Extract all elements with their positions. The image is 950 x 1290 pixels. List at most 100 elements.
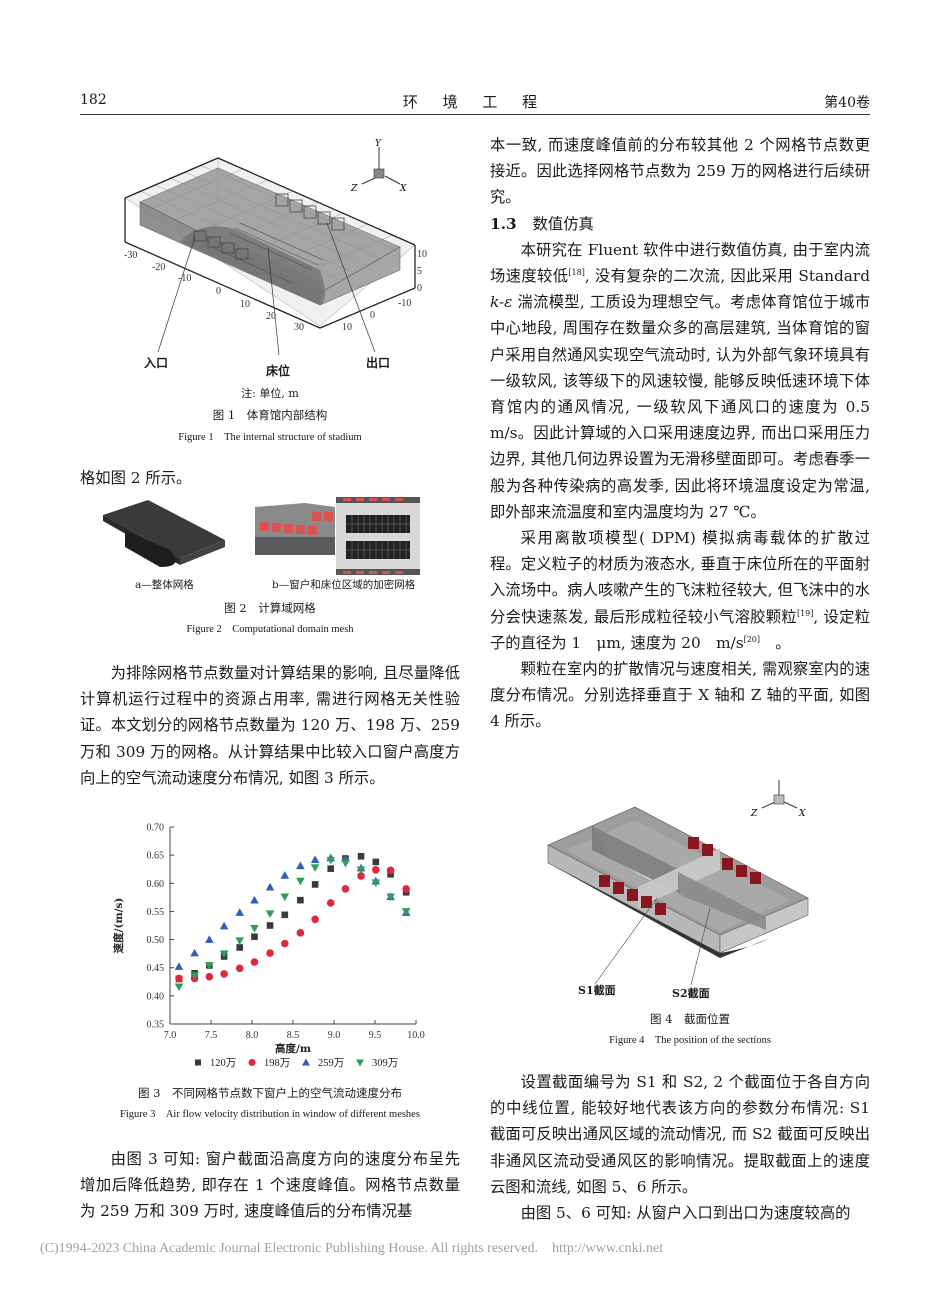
y-tick-label: 0.55 (147, 907, 165, 918)
x-tick-label: 9.5 (369, 1030, 382, 1041)
figure-1-caption-cn: 图 1 体育馆内部结构 (212, 408, 328, 422)
copyright-text: (C)1994-2023 China Academic Journal Elec… (40, 1241, 539, 1256)
paragraph-particle: 颗粒在室内的扩散情况与速度相关, 需观察室内的速度分布情况。分别选择垂直于 X … (490, 660, 870, 731)
data-point (281, 939, 289, 948)
text-run: 采用离散项模型( DPM) 模拟病毒载体的扩散过程。定义粒子的材质为液态水, 垂… (490, 529, 870, 626)
left-paragraph-fig3-analysis: 由图 3 可知: 窗户截面沿高度方向的速度分布呈先增加后降低趋势, 即存在 1 … (80, 1146, 460, 1225)
svg-text:-10: -10 (178, 273, 191, 284)
figure-4-sections-3d: Z X (547, 780, 809, 986)
data-point (251, 933, 258, 941)
inlet-label: 入口 (144, 356, 169, 370)
journal-title: 环 境 工 程 (402, 93, 548, 111)
paragraph: 由图 3 可知: 窗户截面沿高度方向的速度分布呈先增加后降低趋势, 即存在 1 … (80, 1150, 460, 1221)
svg-text:-10: -10 (398, 298, 411, 309)
data-point (205, 962, 214, 970)
data-point (386, 893, 395, 902)
figure-2-caption-en: Figure 2 Computational domain mesh (186, 624, 354, 635)
svg-text:5: 5 (417, 266, 422, 277)
data-point (190, 972, 199, 980)
figure-2b-label: b—窗户和床位区域的加密网格 (272, 579, 416, 591)
figure-1-caption-en: Figure 1 The internal structure of stadi… (178, 432, 362, 443)
citation-20[interactable]: [20] (743, 634, 760, 644)
legend-marker-icon (302, 1058, 310, 1066)
text-run: , 设定粒子的直径为 1 μm, 速度为 20 m/s (490, 607, 870, 652)
x-tick-label: 7.0 (164, 1030, 177, 1041)
s2-section-label: S2截面 (672, 987, 710, 1000)
x-tick-label: 7.5 (205, 1030, 218, 1041)
triad-y-label: Y (375, 139, 382, 149)
svg-text:-30: -30 (124, 250, 137, 261)
triad-x-label: X (399, 184, 407, 194)
paragraph: 本一致, 而速度峰值前的分布较其他 2 个网格节点数更接近。因此选择网格节点数为… (490, 136, 870, 207)
data-point (311, 881, 319, 888)
y-tick-label: 0.60 (147, 879, 165, 890)
copyright-footer: (C)1994-2023 China Academic Journal Elec… (40, 1241, 663, 1257)
data-point (280, 893, 290, 902)
paragraph: 格如图 2 所示。 (80, 469, 192, 487)
svg-text:10: 10 (240, 299, 250, 310)
citation-18[interactable]: [18] (568, 267, 585, 277)
legend-label: 120万 (210, 1058, 236, 1069)
data-point (190, 948, 199, 957)
figure-3-caption-en: Figure 3 Air flow velocity distribution … (120, 1109, 420, 1120)
paragraph-sections: 设置截面编号为 S1 和 S2, 2 个截面位于各自方向的中线位置, 能较好地代… (490, 1073, 870, 1196)
svg-text:30: 30 (294, 322, 304, 333)
data-point (220, 970, 228, 978)
axis-triad-icon: Y Z X (350, 139, 407, 194)
data-point (326, 899, 335, 907)
section-number: 1.3 (490, 214, 517, 233)
legend-label: 309万 (372, 1058, 398, 1069)
paragraph-fig56: 由图 5、6 可知: 从窗户入口到出口为速度较高的 (520, 1204, 851, 1223)
data-point (357, 872, 365, 880)
paragraph-simulation: 本研究在 Fluent 软件中进行数值仿真, 由于室内流场速度较低[18], 没… (490, 237, 885, 525)
section-title: 数值仿真 (532, 214, 594, 233)
right-column-top: 本一致, 而速度峰值前的分布较其他 2 个网格节点数更接近。因此选择网格节点数为… (490, 132, 885, 735)
data-point (356, 866, 366, 875)
figure-2: a—整体网格 b—窗户和床位区域的加密网格 图 2 计算域网格 Figure 2… (80, 495, 460, 640)
y-axis-label: 速度/(m/s) (112, 898, 125, 954)
svg-text:0: 0 (216, 286, 221, 297)
triad-x-label: X (798, 809, 806, 819)
x-tick-label: 10.0 (407, 1030, 425, 1041)
legend-marker-icon (195, 1059, 201, 1066)
y-tick-label: 0.35 (147, 1020, 165, 1031)
section-heading: 1.3 数值仿真 (490, 211, 870, 237)
data-point (280, 871, 290, 879)
data-point (281, 911, 289, 919)
data-point (250, 958, 259, 966)
running-header: 182 环 境 工 程 第40卷 (80, 88, 870, 115)
paragraph-dpm: 采用离散项模型( DPM) 模拟病毒载体的扩散过程。定义粒子的材质为液态水, 垂… (490, 525, 870, 656)
legend-label: 259万 (318, 1058, 344, 1069)
data-point (266, 949, 274, 957)
data-point (174, 983, 184, 992)
data-point (175, 974, 183, 983)
data-point (372, 865, 380, 874)
svg-text:20: 20 (266, 311, 276, 322)
s1-section-label: S1截面 (578, 984, 616, 997)
data-point (387, 870, 394, 878)
citation-19[interactable]: [19] (796, 608, 814, 618)
cnki-link[interactable]: http://www.cnki.net (552, 1241, 664, 1256)
y-tick-label: 0.65 (147, 851, 165, 862)
page-number: 182 (80, 92, 107, 108)
figure-2a-label: a—整体网格 (135, 579, 194, 591)
volume-label: 第40卷 (824, 95, 870, 111)
figure-2-mesh-images (103, 497, 420, 575)
data-point (235, 937, 244, 945)
data-point (341, 859, 350, 868)
y-tick-label: 0.40 (147, 991, 165, 1002)
legend-marker-icon (248, 1059, 256, 1066)
data-point (205, 972, 214, 981)
data-point (250, 895, 259, 904)
legend-marker-icon (356, 1059, 364, 1067)
figure-1-note: 注: 单位, m (241, 387, 299, 400)
figure-3-caption-cn: 图 3 不同网格节点数下窗户上的空气流动速度分布 (138, 1086, 402, 1100)
left-paragraph-mesh: 为排除网格节点数量对计算结果的影响, 且尽量降低计算机运行过程中的资源占用率, … (80, 660, 460, 791)
x-tick-label: 8.0 (246, 1030, 259, 1041)
text-run: , 没有复杂的二次流, 因此采用 Standard (584, 267, 870, 286)
data-point (310, 855, 320, 863)
text-run: 本研究在 Fluent 软件中进行数值仿真, 由于室内流场速度较低 (490, 240, 870, 286)
data-point (265, 882, 275, 891)
